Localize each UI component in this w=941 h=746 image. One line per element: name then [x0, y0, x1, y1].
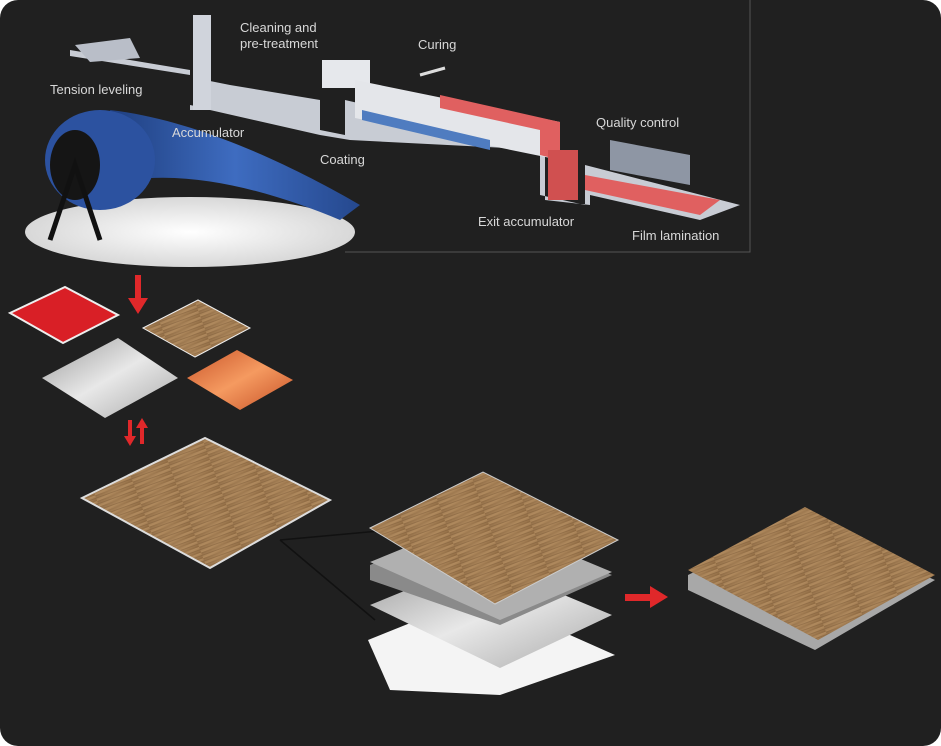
label-cleaning: Cleaning and	[240, 20, 317, 35]
label-accumulator: Accumulator	[172, 125, 245, 140]
uncoiler	[75, 38, 140, 62]
layer-wood-top	[368, 471, 620, 605]
exit-accumulator	[548, 150, 578, 200]
label-coating: Coating	[320, 152, 365, 167]
label-exit-accumulator: Exit accumulator	[478, 214, 575, 229]
exit-strip	[585, 175, 720, 215]
curing-oven	[355, 80, 560, 160]
cleaning-tower	[193, 15, 211, 110]
arrow-right	[625, 586, 668, 608]
inspection-station	[610, 140, 690, 185]
large-wood-panel	[79, 436, 333, 570]
label-curing: Curing	[418, 37, 457, 52]
line-base	[70, 50, 740, 220]
final-composite-panel	[688, 507, 935, 650]
panel-wood	[141, 299, 252, 358]
steel-coil	[25, 110, 360, 267]
explode-line	[279, 539, 376, 621]
oven-red-section	[440, 95, 560, 160]
label-quality-control: Quality control	[596, 115, 680, 130]
coil-strip	[110, 110, 360, 220]
label-film-lamination: Film lamination	[632, 228, 720, 243]
panel-red	[7, 285, 121, 345]
coil-stand	[47, 157, 103, 241]
panel-silver	[42, 338, 178, 418]
label-pretreatment: pre-treatment	[240, 36, 319, 51]
arrow-down	[128, 275, 148, 314]
final-panel-top	[688, 507, 935, 640]
explode-line	[279, 529, 391, 541]
coil-shadow	[25, 197, 355, 267]
panel-copper	[187, 350, 293, 410]
coating-blue	[362, 110, 490, 150]
production-line	[70, 15, 740, 220]
exploded-layers	[368, 471, 620, 695]
curing-pointer	[419, 66, 446, 77]
arrow-bidirectional	[124, 418, 148, 446]
frame-line	[345, 0, 751, 253]
label-tension-leveling: Tension leveling	[50, 82, 143, 97]
